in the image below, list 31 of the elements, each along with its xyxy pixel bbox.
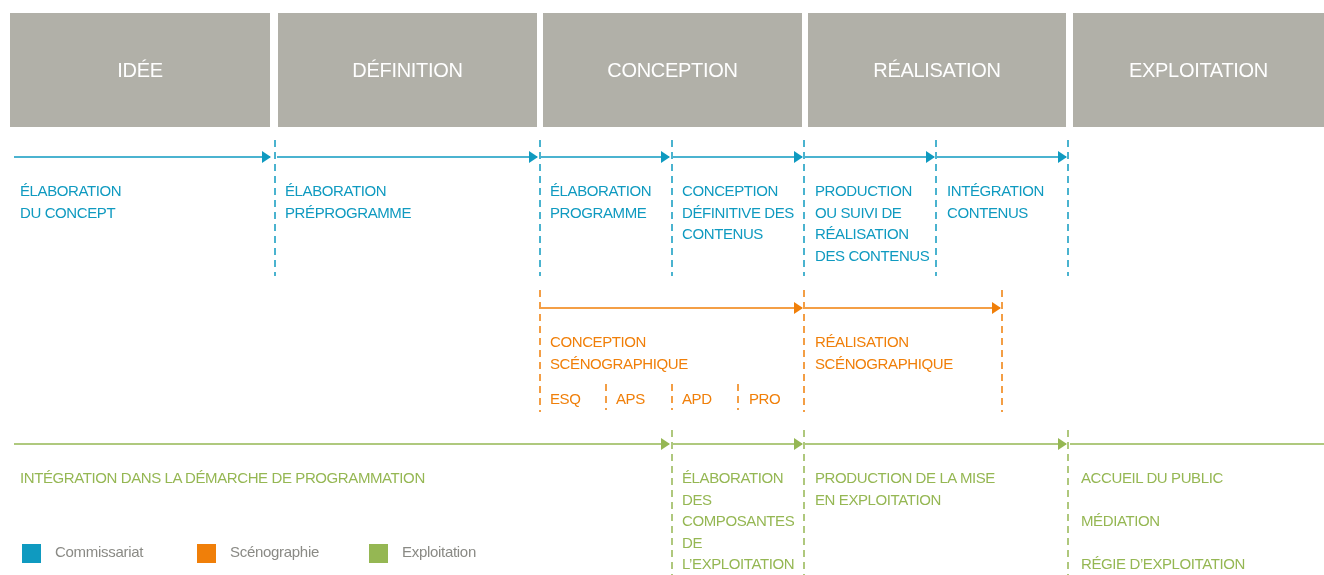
phase-header [1073,13,1324,127]
activity-label: CONCEPTION SCÉNOGRAPHIQUE [550,332,689,374]
phase-header [278,13,537,127]
activity-label: ÉLABORATION DU CONCEPT [20,181,123,223]
activity-label: ÉLABORATION PRÉPROGRAMME [285,181,413,223]
activity-label: CONCEPTION DÉFINITIVE DES CONTENUS [682,181,795,244]
activity-label: PRODUCTION DE LA MISE EN EXPLOITATION [815,468,996,510]
legend-label: Commissariat [55,543,144,560]
legend-label: Exploitation [402,543,476,560]
activity-label: RÉALISATION SCÉNOGRAPHIQUE [815,332,954,374]
activity-label: PRODUCTION OU SUIVI DE RÉALISATION DES CONTENUS [815,181,931,266]
phase-header [10,13,270,127]
activity-label: APS [616,389,645,409]
activity-label: RÉGIE D’EXPLOITATION [1081,554,1245,574]
legend-label: Scénographie [230,543,319,560]
phase-title: EXPLOITATION [1129,58,1268,82]
phase-header [543,13,802,127]
activity-label: ÉLABORATION PROGRAMME [550,181,653,223]
phase-title: RÉALISATION [873,58,1001,82]
phase-title: IDÉE [117,58,163,82]
activity-label: ESQ [550,389,581,409]
phase-header [808,13,1066,127]
phase-title: DÉFINITION [352,58,463,82]
activity-label: INTÉGRATION DANS LA DÉMARCHE DE PROGRAMMATION [20,468,425,488]
activity-label: PRO [749,389,781,409]
activity-label: ACCUEIL DU PUBLIC [1081,468,1223,488]
phase-title: CONCEPTION [607,58,738,82]
activity-label: MÉDIATION [1081,511,1160,531]
activity-label: INTÉGRATION CONTENUS [947,181,1045,223]
activity-label: ÉLABORATION DES COMPOSANTES DE L’EXPLOITATION [682,468,796,574]
activity-label: APD [682,389,712,409]
